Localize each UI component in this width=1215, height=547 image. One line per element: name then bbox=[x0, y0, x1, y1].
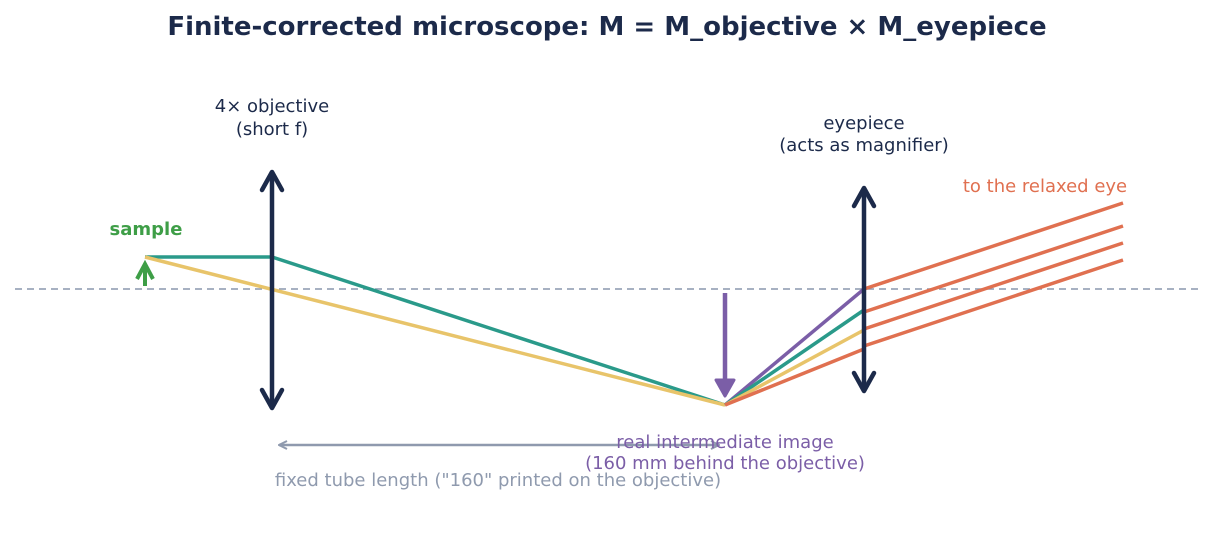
intermediate-image-label-line2: (160 mm behind the objective) bbox=[585, 453, 865, 474]
tube-length-label: fixed tube length ("160" printed on the … bbox=[275, 470, 721, 491]
sample-label: sample bbox=[110, 219, 183, 240]
ray-chief-yellow bbox=[144, 255, 726, 407]
intermediate-image-arrow bbox=[714, 293, 736, 398]
exit-rays bbox=[863, 201, 1124, 348]
exit-rays-label: to the relaxed eye bbox=[963, 176, 1127, 197]
ray-yellow-to-eyepiece bbox=[724, 328, 865, 407]
objective-lens bbox=[259, 169, 285, 411]
ray-teal-to-eyepiece bbox=[724, 308, 865, 407]
intermediate-image-label-line1: real intermediate image bbox=[616, 432, 833, 453]
ray-orange-to-eyepiece bbox=[724, 347, 865, 407]
eyepiece-label-line1: eyepiece bbox=[823, 113, 904, 134]
eyepiece-lens bbox=[851, 185, 877, 394]
ray-purple-to-eyepiece bbox=[723, 287, 866, 407]
sample-arrow bbox=[135, 259, 155, 286]
diagram-title: Finite-corrected microscope: M = M_objec… bbox=[167, 12, 1046, 42]
objective-label-line2: (short f) bbox=[236, 119, 308, 140]
eyepiece-label-line2: (acts as magnifier) bbox=[779, 135, 948, 156]
objective-label-line1: 4× objective bbox=[215, 96, 329, 117]
